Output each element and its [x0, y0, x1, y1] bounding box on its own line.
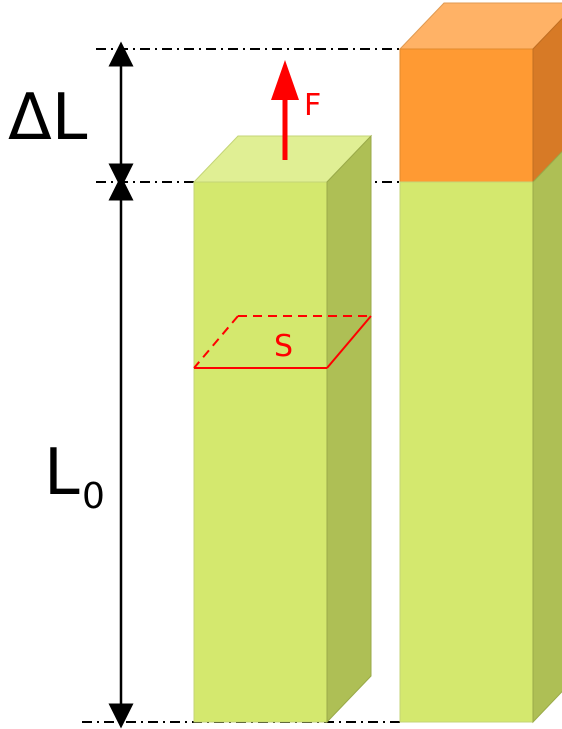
force-arrow-head: [271, 60, 299, 100]
l0-subscript: 0: [82, 476, 105, 517]
original-bar-front-face: [193, 181, 328, 723]
section-label: S: [274, 329, 293, 364]
cross-section: [193, 315, 372, 369]
elongated-bar: [398, 2, 562, 724]
cross-section-right-edge: [326, 315, 372, 369]
force-label: F: [304, 88, 321, 123]
elongated-bar-side-face: [532, 150, 562, 724]
extension-side-face: [532, 17, 562, 184]
elongated-bar-front-face: [399, 181, 534, 723]
original-bar-side-face: [326, 134, 372, 724]
cross-section-left-edge: [193, 315, 239, 369]
extension-top-face: [398, 2, 562, 50]
extension-front-face: [399, 48, 534, 183]
original-bar: [192, 134, 373, 724]
force-arrow: [271, 60, 299, 160]
delta-l-label: ΔL: [8, 81, 88, 155]
l0-label: L: [44, 436, 80, 510]
